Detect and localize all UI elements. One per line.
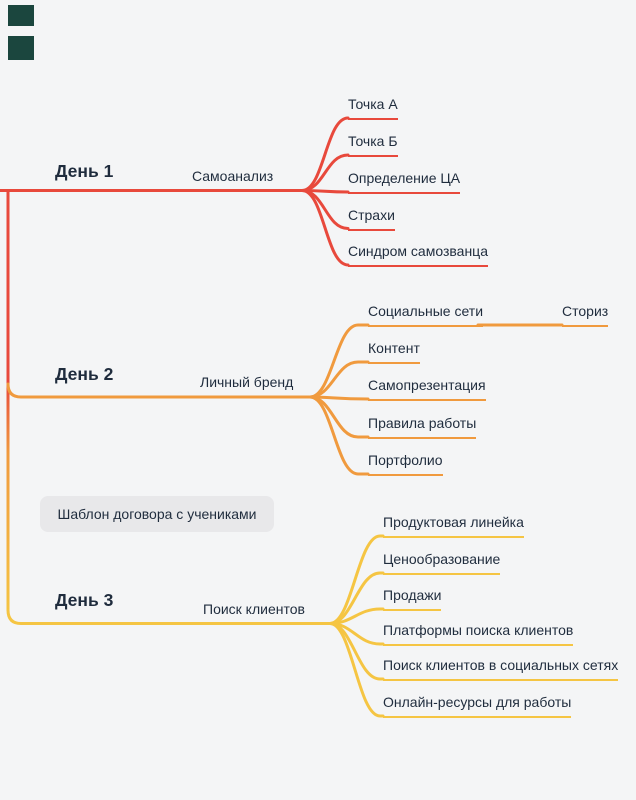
day3-child-node[interactable]: Поиск клиентов в социальных сетях — [383, 656, 619, 681]
day1-child-node[interactable]: Определение ЦА — [348, 169, 461, 194]
day1-topic-node[interactable]: Самоанализ — [192, 168, 274, 184]
teal-marker-bottom — [8, 36, 34, 60]
day3-child-node[interactable]: Онлайн-ресурсы для работы — [383, 693, 572, 718]
day3-topic-node[interactable]: Поиск клиентов — [203, 601, 305, 617]
day1-child-node[interactable]: Точка А — [348, 95, 398, 120]
day2-child-node[interactable]: Самопрезентация — [368, 376, 486, 401]
day3-child-node[interactable]: Ценообразование — [383, 550, 501, 575]
day1-label[interactable]: День 1 — [55, 161, 114, 181]
day2-child-node[interactable]: Социальные сети — [368, 302, 484, 327]
teal-marker-top — [8, 5, 34, 26]
day1-child-node[interactable]: Точка Б — [348, 132, 398, 157]
day2-branch-line — [6, 382, 312, 399]
day1-child-node[interactable]: Синдром самозванца — [348, 242, 488, 267]
day2-child-node[interactable]: Портфолио — [368, 451, 443, 476]
day2-subchild-node[interactable]: Сториз — [562, 302, 609, 327]
day3-child-node[interactable]: Продуктовая линейка — [383, 513, 524, 538]
day2-topic-node[interactable]: Личный бренд — [200, 374, 294, 390]
day3-child-node[interactable]: Продажи — [383, 586, 442, 611]
note-box[interactable]: Шаблон договора с учениками — [40, 496, 274, 532]
day2-label[interactable]: День 2 — [55, 364, 114, 384]
day3-label[interactable]: День 3 — [55, 590, 114, 610]
day1-child-node[interactable]: Страхи — [348, 206, 395, 231]
note-text: Шаблон договора с учениками — [57, 506, 257, 522]
day3-child-node[interactable]: Платформы поиска клиентов — [383, 621, 574, 646]
day2-child-node[interactable]: Правила работы — [368, 414, 477, 439]
day2-child-node[interactable]: Контент — [368, 339, 420, 364]
day3-branch-line — [6, 608, 332, 625]
